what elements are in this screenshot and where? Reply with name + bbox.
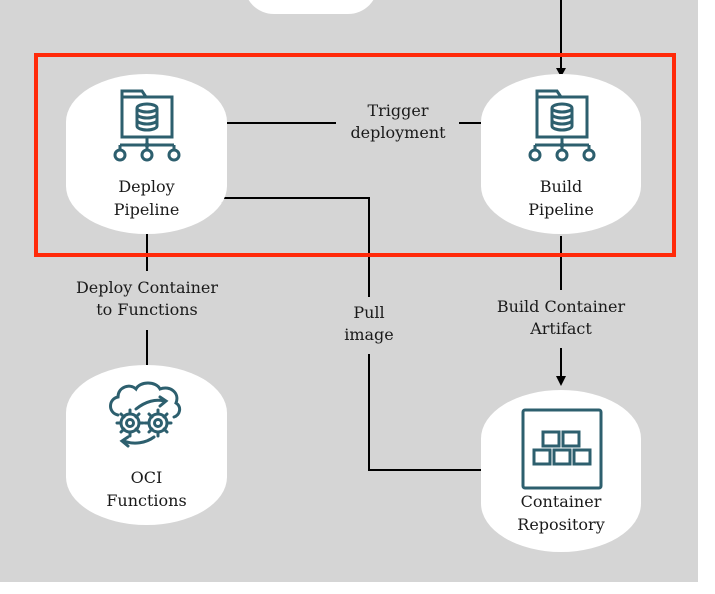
edge-label-deploy-to-functions: Deploy Container to Functions: [62, 277, 232, 321]
node-oci-functions[interactable]: OCI Functions: [66, 365, 227, 525]
deploy-to-functions-line1: Deploy Container: [75, 278, 219, 297]
highlight-box: [34, 53, 676, 257]
deploy-pipeline-label-line1: Deploy: [118, 177, 175, 196]
oci-functions-label: OCI Functions: [66, 466, 227, 512]
trigger-deployment-line2: deployment: [350, 123, 446, 142]
connector-pull-vertical-top: [368, 197, 370, 297]
deploy-pipeline-label: Deploy Pipeline: [66, 175, 227, 221]
trigger-deployment-line1: Trigger: [367, 101, 429, 120]
connector-build-down-top: [560, 236, 562, 290]
pull-image-line2: image: [344, 325, 394, 344]
build-pipeline-label: Build Pipeline: [481, 175, 641, 221]
container-repository-label-line1: Container: [520, 492, 602, 511]
oci-functions-label-line1: OCI: [130, 468, 163, 487]
oci-functions-label-line2: Functions: [106, 491, 187, 510]
edge-label-trigger-deployment: Trigger deployment: [338, 100, 458, 144]
node-build-pipeline[interactable]: Build Pipeline: [481, 74, 641, 234]
cloud-gears-icon: [109, 381, 182, 448]
container-repository-label: Container Repository: [481, 490, 641, 536]
arrowhead-into-build: [556, 68, 566, 77]
connector-trigger-left: [216, 122, 336, 124]
edge-label-build-artifact: Build Container Artifact: [482, 296, 640, 340]
diagram-canvas: Deploy Pipeline Build P: [0, 0, 698, 582]
connector-pull-horizontal-top: [222, 197, 370, 199]
node-container-repository[interactable]: Container Repository: [481, 390, 641, 552]
connector-deploy-down-bottom: [146, 330, 148, 374]
build-artifact-line2: Artifact: [530, 319, 592, 338]
pipeline-icon: [113, 89, 181, 162]
container-repository-label-line2: Repository: [517, 515, 605, 534]
deploy-pipeline-label-line2: Pipeline: [113, 200, 180, 219]
build-pipeline-label-line2: Pipeline: [528, 200, 594, 219]
build-artifact-line1: Build Container: [496, 297, 626, 316]
arrowhead-into-repository: [556, 376, 566, 386]
connector-incoming-to-build: [560, 0, 562, 70]
build-pipeline-label-line1: Build: [539, 177, 583, 196]
container-registry-icon: [521, 408, 603, 490]
pull-image-line1: Pull: [353, 303, 385, 322]
deploy-to-functions-line2: to Functions: [96, 300, 198, 319]
edge-label-pull-image: Pull image: [334, 302, 404, 346]
pipeline-icon: [528, 89, 596, 162]
connector-build-down-bottom: [560, 348, 562, 378]
offscreen-node-top: [244, 0, 378, 14]
node-deploy-pipeline[interactable]: Deploy Pipeline: [66, 74, 227, 234]
connector-pull-horizontal-bottom: [368, 469, 490, 471]
connector-pull-vertical-bottom: [368, 354, 370, 471]
connector-deploy-down-top: [146, 229, 148, 271]
